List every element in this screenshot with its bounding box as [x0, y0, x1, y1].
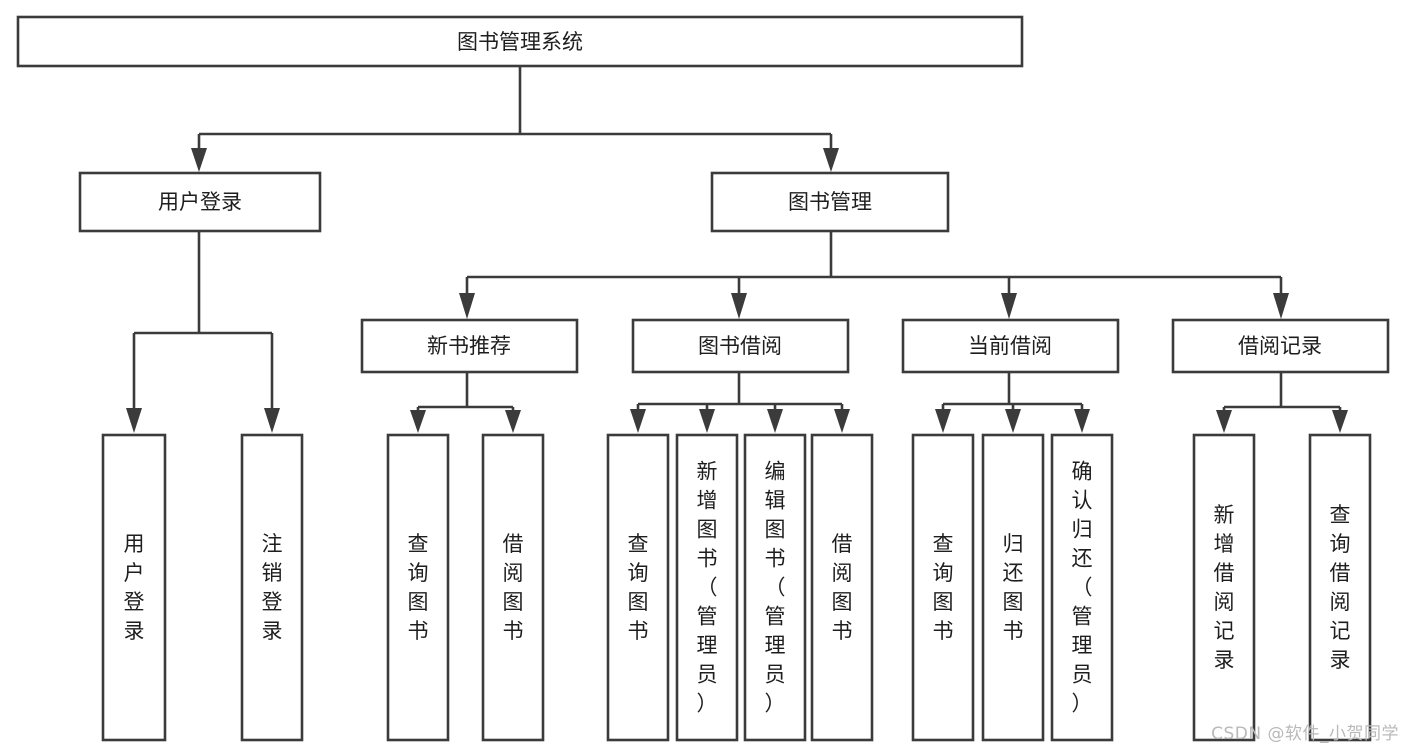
leaf-node[interactable]: 新增借阅记录	[1192, 433, 1256, 742]
node-book-borrow[interactable]: 图书借阅	[631, 318, 850, 374]
leaf-node[interactable]: 编辑图书（管理员）	[743, 433, 807, 742]
root-box	[16, 15, 1024, 68]
arrow-head-user-login	[191, 148, 207, 172]
leaf-label: 归还图书	[1003, 532, 1024, 643]
leaf-label: 确认归还（管理员）	[1072, 460, 1093, 716]
new-book-recommend-label: 新书推荐	[427, 334, 511, 358]
leaf-node[interactable]: 确认归还（管理员）	[1050, 433, 1114, 742]
node-current-borrow[interactable]: 当前借阅	[901, 318, 1120, 374]
leaf-label: 查询图书	[408, 532, 429, 643]
leaf-label: 借阅图书	[832, 532, 853, 643]
leaf-node-group: 用户登录 注销登录 查询图书 借阅图书 查询图书 新增图书（管理员） 编辑图书（管理员） 借阅…	[101, 433, 1372, 742]
node-root-book-management-system[interactable]: 图书管理系统	[16, 15, 1024, 68]
arrow-head-leaf-add-record	[1216, 410, 1232, 433]
leaf-node[interactable]: 查询图书	[386, 433, 450, 742]
leaf-node[interactable]: 查询图书	[606, 433, 670, 742]
leaf-box	[606, 433, 670, 742]
arrow-head-leaf-user-login	[126, 408, 142, 433]
book-management-label: 图书管理	[788, 190, 872, 214]
leaf-node[interactable]: 借阅图书	[810, 433, 874, 742]
user-login-label: 用户登录	[158, 190, 242, 214]
arrow-head-leaf-query-record	[1332, 410, 1348, 433]
arrow-head-book-manage	[823, 148, 839, 172]
leaf-box	[1192, 433, 1256, 742]
leaf-node[interactable]: 查询图书	[911, 433, 975, 742]
arrow-head-current-borrow	[1001, 293, 1017, 319]
leaf-box	[743, 433, 807, 742]
leaf-box	[1050, 433, 1114, 742]
book-borrow-label: 图书借阅	[698, 334, 782, 358]
borrow-record-label: 借阅记录	[1238, 334, 1322, 358]
leaf-box	[386, 433, 450, 742]
connector-group	[126, 66, 1348, 433]
node-borrow-record[interactable]: 借阅记录	[1171, 318, 1390, 374]
leaf-box	[911, 433, 975, 742]
leaf-node[interactable]: 注销登录	[240, 433, 304, 742]
leaf-node[interactable]: 归还图书	[981, 433, 1045, 742]
leaf-node[interactable]: 借阅图书	[481, 433, 545, 742]
current-borrow-box	[901, 318, 1120, 374]
leaf-box	[675, 433, 739, 742]
leaf-node[interactable]: 新增图书（管理员）	[675, 433, 739, 742]
leaf-label: 用户登录	[124, 532, 145, 643]
leaf-label: 新增借阅记录	[1214, 503, 1235, 672]
leaf-node[interactable]: 用户登录	[101, 433, 167, 742]
current-borrow-label: 当前借阅	[968, 334, 1052, 358]
arrow-head-leaf-confirm-return	[1074, 409, 1090, 433]
leaf-box	[1308, 433, 1372, 742]
leaf-node[interactable]: 查询借阅记录	[1308, 433, 1372, 742]
leaf-label: 查询图书	[933, 532, 954, 643]
leaf-box	[481, 433, 545, 742]
leaf-box	[240, 433, 304, 742]
arrow-head-leaf-edit-book	[767, 409, 783, 433]
arrow-head-leaf-borrow-book-1	[505, 410, 521, 433]
node-user-login[interactable]: 用户登录	[78, 171, 322, 233]
user-login-box	[78, 171, 322, 233]
leaf-label: 新增图书（管理员）	[697, 460, 718, 716]
book-borrow-box	[631, 318, 850, 374]
node-book-management[interactable]: 图书管理	[710, 171, 950, 233]
arrow-head-leaf-borrow-book-2	[834, 409, 850, 433]
root-label: 图书管理系统	[457, 30, 583, 54]
book-management-box	[710, 171, 950, 233]
arrow-head-leaf-logout	[264, 408, 280, 433]
arrow-head-leaf-query-book-3	[935, 409, 951, 433]
arrow-head-leaf-query-book-1	[410, 410, 426, 433]
leaf-label: 查询借阅记录	[1330, 503, 1351, 672]
leaf-label: 注销登录	[262, 532, 283, 643]
leaf-box	[981, 433, 1045, 742]
leaf-box	[101, 433, 167, 742]
leaf-label: 编辑图书（管理员）	[765, 460, 786, 716]
node-new-book-recommend[interactable]: 新书推荐	[360, 318, 579, 374]
arrow-head-leaf-query-book-2	[630, 409, 646, 433]
leaf-label: 借阅图书	[503, 532, 524, 643]
leaf-label: 查询图书	[628, 532, 649, 643]
borrow-record-box	[1171, 318, 1390, 374]
arrow-head-borrow-record	[1273, 293, 1289, 319]
arrow-head-leaf-return-book	[1005, 409, 1021, 433]
new-book-recommend-box	[360, 318, 579, 374]
arrow-head-book-borrow	[731, 293, 747, 319]
leaf-box	[810, 433, 874, 742]
arrow-head-leaf-add-book	[699, 409, 715, 433]
arrow-head-new-book-rec	[459, 293, 475, 319]
